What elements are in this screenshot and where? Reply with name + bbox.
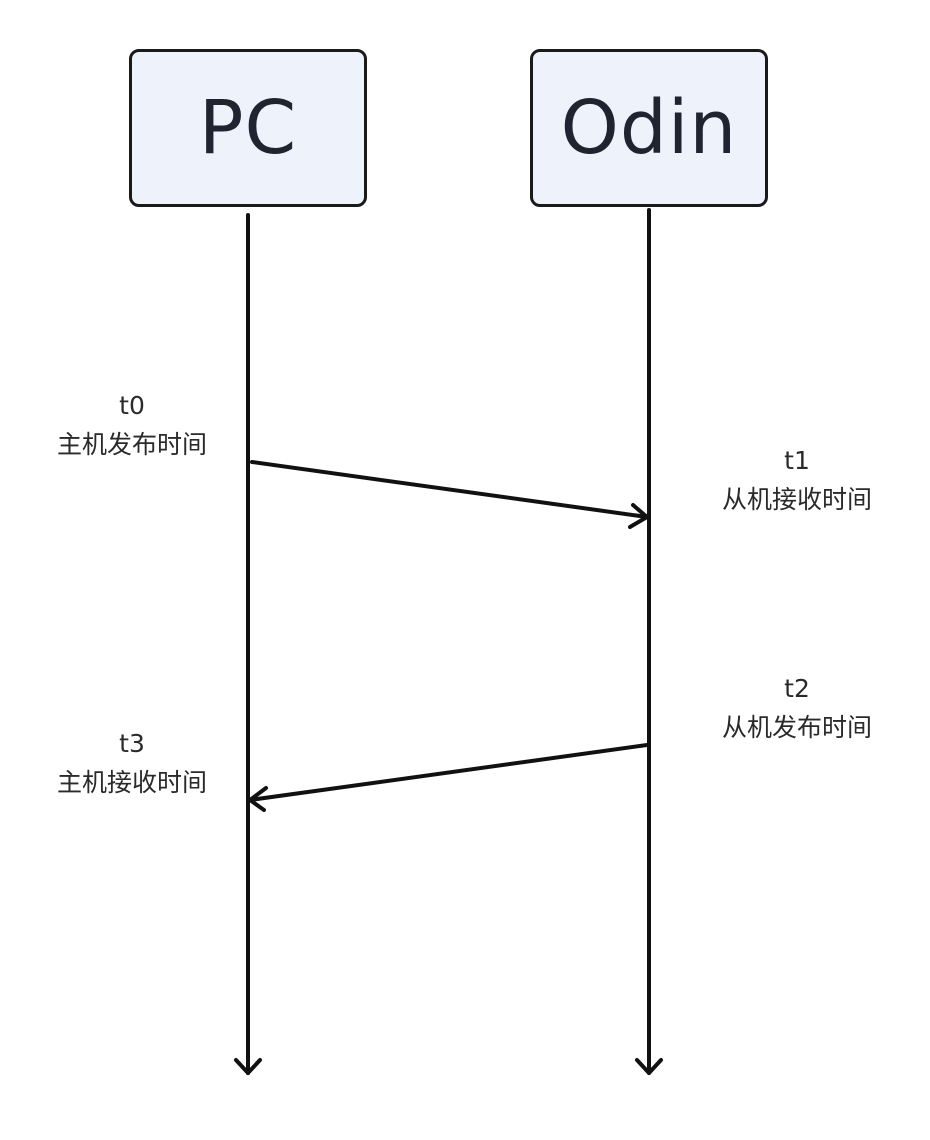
event-desc-t1: 从机接收时间: [721, 485, 872, 514]
lifeline-pc-arrowhead: [234, 1058, 262, 1075]
event-desc-t2: 从机发布时间: [721, 713, 872, 742]
event-label-t3: t3 主机接收时间: [17, 724, 247, 802]
message-arrow-odin-to-pc: [248, 743, 649, 802]
message-arrow-pc-to-odin: [250, 460, 649, 519]
lifeline-odin-arrowhead: [635, 1058, 663, 1075]
event-desc-t3: 主机接收时间: [56, 768, 207, 797]
event-time-t2: t2: [784, 674, 810, 703]
event-time-t3: t3: [119, 729, 145, 758]
message-arrowhead-odin-to-pc: [248, 786, 268, 812]
event-desc-t0: 主机发布时间: [56, 430, 207, 459]
message-arrowhead-pc-to-odin: [628, 503, 649, 529]
actor-box-odin: Odin: [530, 49, 768, 207]
actor-label-odin: Odin: [560, 85, 738, 171]
event-time-t1: t1: [784, 446, 810, 475]
event-label-t2: t2 从机发布时间: [682, 669, 912, 747]
event-label-t1: t1 从机接收时间: [682, 441, 912, 519]
event-label-t0: t0 主机发布时间: [17, 386, 247, 464]
actor-label-pc: PC: [198, 85, 298, 171]
event-time-t0: t0: [119, 391, 145, 420]
actor-box-pc: PC: [129, 49, 367, 207]
